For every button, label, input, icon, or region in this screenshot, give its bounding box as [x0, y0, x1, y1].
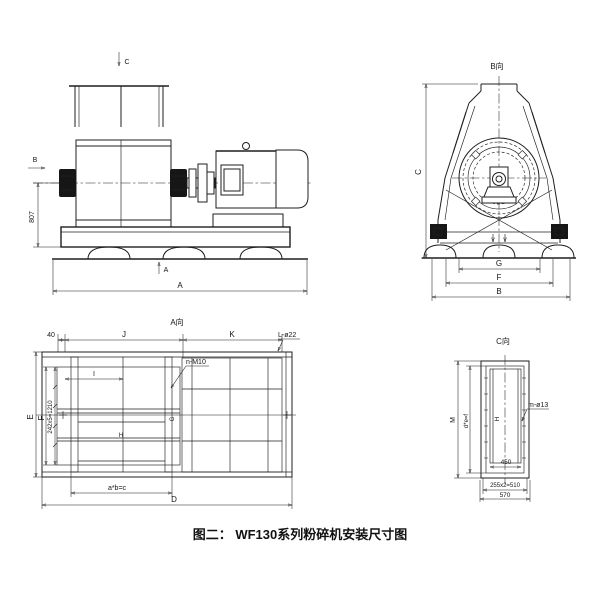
dim-a: [52, 260, 308, 295]
dim-g-label: G: [170, 416, 176, 421]
dim-e-label: E: [26, 414, 35, 419]
holes-m13-label: m-ø13: [528, 402, 548, 409]
coupling: [186, 163, 216, 203]
plan-view-title: A向: [170, 317, 183, 327]
dim-j-label: J: [122, 330, 126, 339]
disc-rotor: [75, 139, 172, 228]
centerlines: [452, 76, 546, 252]
dim-f-label: F: [497, 273, 502, 282]
c-view-title: C向: [496, 336, 510, 346]
dim-510-label: 255x2=510: [490, 483, 521, 489]
dim-gfb: [431, 259, 571, 301]
flange-plate: [480, 355, 530, 484]
dim-h-label: H: [119, 433, 123, 439]
view-marker-a-label: A: [164, 267, 169, 274]
side-elevation-view: C B 807 A A: [28, 52, 312, 295]
dim-i-label: I: [93, 371, 95, 378]
dim-pitch-label: 242x5=1210: [48, 400, 54, 434]
dim-450-label: 450: [501, 459, 512, 466]
front-view: B向 C G F B: [414, 61, 576, 301]
dim-b-label: B: [496, 287, 501, 296]
hole-callout: [522, 408, 549, 421]
drum: [458, 137, 540, 219]
dim-807-label: 807: [29, 211, 36, 223]
thread-m10-label: n-M10: [186, 359, 206, 366]
c-view: C向 M d*e=f H m-ø13 450 255x2=510 570: [450, 336, 549, 502]
motor: [212, 142, 309, 228]
dim-c: [421, 83, 478, 259]
dim-bolt-group-label: a*b=c: [108, 485, 127, 492]
dim-m-label: M: [450, 417, 457, 423]
dim-h-label: H: [494, 416, 501, 421]
dim-40-label: 40: [47, 332, 55, 339]
dim-g-label: G: [496, 259, 502, 268]
dim-807: [33, 182, 61, 248]
hopper: [69, 85, 169, 127]
front-view-title: B向: [490, 61, 503, 71]
dim-bottom: [41, 472, 293, 509]
housing: [437, 83, 561, 251]
c-view-dims: [454, 360, 531, 502]
dim-k-label: K: [229, 330, 235, 339]
figure-caption: 图二： WF130系列粉碎机安装尺寸图: [192, 527, 408, 542]
grid-section: [181, 357, 283, 473]
plan-view: A向 40 J K L-ø22 n-M10 E F 242x5=1210 I G…: [26, 317, 300, 509]
dim-def-label: d*e=f: [464, 414, 470, 429]
dim-f-label: F: [37, 415, 46, 420]
view-direction-markers: [28, 52, 159, 274]
dim-d-label: D: [171, 495, 177, 504]
bearing-left: [59, 169, 76, 197]
dim-c-label: C: [414, 169, 423, 175]
view-marker-c-label: C: [124, 59, 129, 66]
holes-l22-label: L-ø22: [278, 332, 296, 339]
thread-callout: [171, 365, 209, 388]
dim-top-row: [57, 334, 300, 358]
dim-left-column: [33, 351, 58, 478]
base-frame: [52, 226, 308, 260]
bearing-right: [170, 169, 187, 197]
dim-570-label: 570: [500, 492, 511, 499]
dim-a-label: A: [177, 281, 183, 290]
base-plate: [36, 351, 296, 478]
view-marker-b-label: B: [33, 157, 38, 164]
